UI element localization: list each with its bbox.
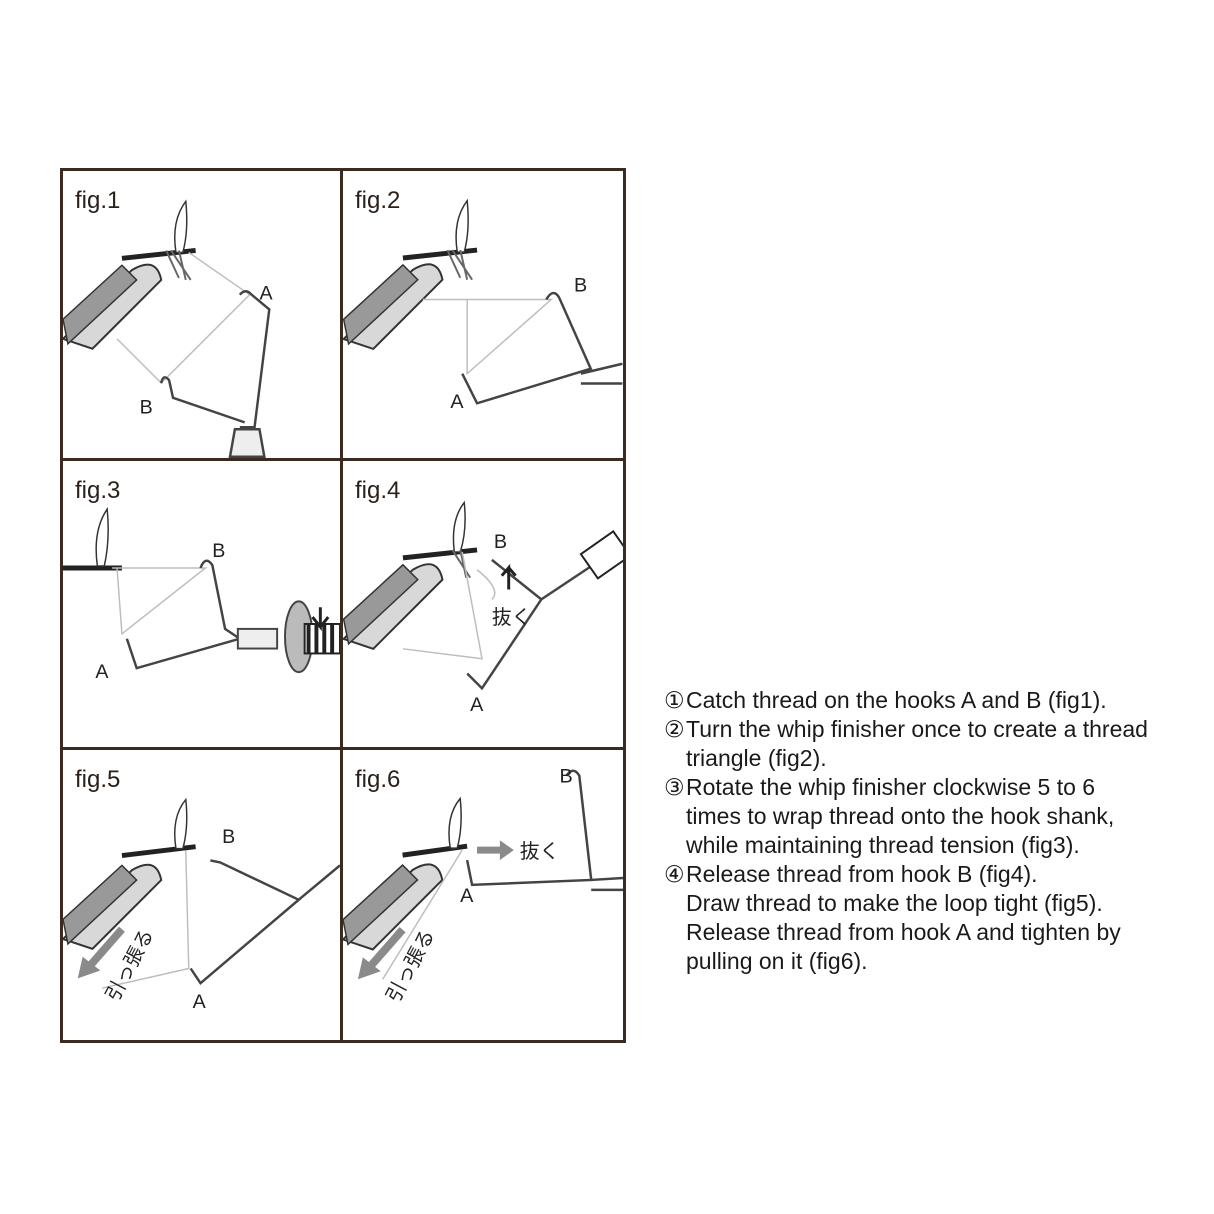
fig4-panel: fig.4 B A [343,461,623,751]
fig2-label: fig.2 [355,187,401,214]
instruction-steps: ①Catch thread on the hooks A and B (fig1… [664,686,1164,976]
fig4-hook-b-label: B [494,531,507,553]
pull-arrow-icon [357,927,406,980]
fig4-label: fig.4 [355,476,401,504]
thread-lines [402,551,496,660]
fly-icon [63,506,122,571]
fig6-hook-a-label: A [460,885,474,907]
fig4-hook-a-label: A [470,694,484,716]
fig1-label: fig.1 [75,187,121,214]
vise-jaw-icon [63,263,163,350]
thread-lines [116,251,251,385]
fig6-hook-b-label: B [559,766,572,788]
whip-finisher-icon [466,529,623,690]
fig4-illustration: B A 抜く [343,500,623,716]
release-arrow-icon [477,840,514,861]
fly-icon [402,500,478,578]
release-arrow-icon [500,563,517,590]
step-text: Catch thread on the hooks A and B (fig1)… [686,687,1107,713]
step-2: ②Turn the whip finisher once to create a… [664,715,1164,773]
step-text: Draw thread to make the loop tight (fig5… [686,890,1121,974]
fly-icon [402,198,478,281]
fly-icon [121,798,196,859]
step-text: Turn the whip finisher once to create a … [686,716,1148,771]
step-3: ③Rotate the whip finisher clockwise 5 to… [664,773,1164,860]
whip-finisher-icon [125,559,243,670]
fig3-illustration: B A [63,506,340,683]
fig5-illustration: B A 引っ張る [63,798,340,1013]
step-number: ① [664,687,685,713]
fly-icon [121,199,196,281]
thread-lines [382,850,463,980]
vise-jaw-icon [343,263,444,351]
step-text: Rotate the whip finisher clockwise 5 to … [686,774,1115,858]
fig5-panel: fig.5 B A 引っ張る [63,750,343,1040]
step-1: ①Catch thread on the hooks A and B (fig1… [664,686,1164,715]
fig5-action-label: 引っ張る [101,925,158,1005]
whip-finisher-icon [465,769,623,892]
fig1-panel: fig.1 A B [63,171,343,461]
fig1-illustration: A B [63,199,273,458]
fig1-hook-a-label: A [259,283,273,305]
fig5-label: fig.5 [75,766,121,794]
step-text: Release thread from hook B (fig4). [686,861,1038,887]
fig6-label: fig.6 [355,766,401,794]
step-number: ④ [664,861,685,887]
fig6-release-label: 抜く [520,840,560,863]
fig3-hook-a-label: A [95,661,109,683]
fig6-panel: fig.6 [343,750,623,1040]
figure-grid: fig.1 A B fig.2 [60,168,626,1043]
fig2-illustration: B A [343,198,623,413]
step-number: ③ [664,774,685,800]
fig3-hook-b-label: B [212,540,225,562]
fig2-panel: fig.2 B A [343,171,623,461]
vise-jaw-icon [63,864,163,951]
pull-arrow-icon [77,926,125,979]
whip-finisher-icon [160,290,271,458]
thread-lines [102,850,190,990]
fig2-hook-b-label: B [574,275,587,297]
fig1-hook-b-label: B [140,397,153,419]
whip-finisher-icon [189,859,340,986]
thread-lines [422,298,554,376]
step-4-continued: Draw thread to make the loop tight (fig5… [664,889,1164,976]
fig3-label: fig.3 [75,476,121,504]
fig5-hook-a-label: A [193,991,207,1013]
vise-jaw-icon [343,562,444,650]
fig5-hook-b-label: B [222,826,235,848]
step-number: ② [664,716,685,742]
rotate-clockwise-icon [236,600,340,673]
fig2-hook-a-label: A [450,391,464,413]
fig3-panel: fig.3 B A [63,460,343,751]
fig6-illustration: B A 抜く 引っ張る [343,766,623,1007]
fig4-action-label: 抜く [492,606,532,629]
vise-jaw-icon [343,863,444,951]
step-4: ④Release thread from hook B (fig4). [664,860,1164,889]
thread-lines [112,566,208,635]
fly-icon [402,797,468,858]
whip-finisher-icon [461,291,623,405]
